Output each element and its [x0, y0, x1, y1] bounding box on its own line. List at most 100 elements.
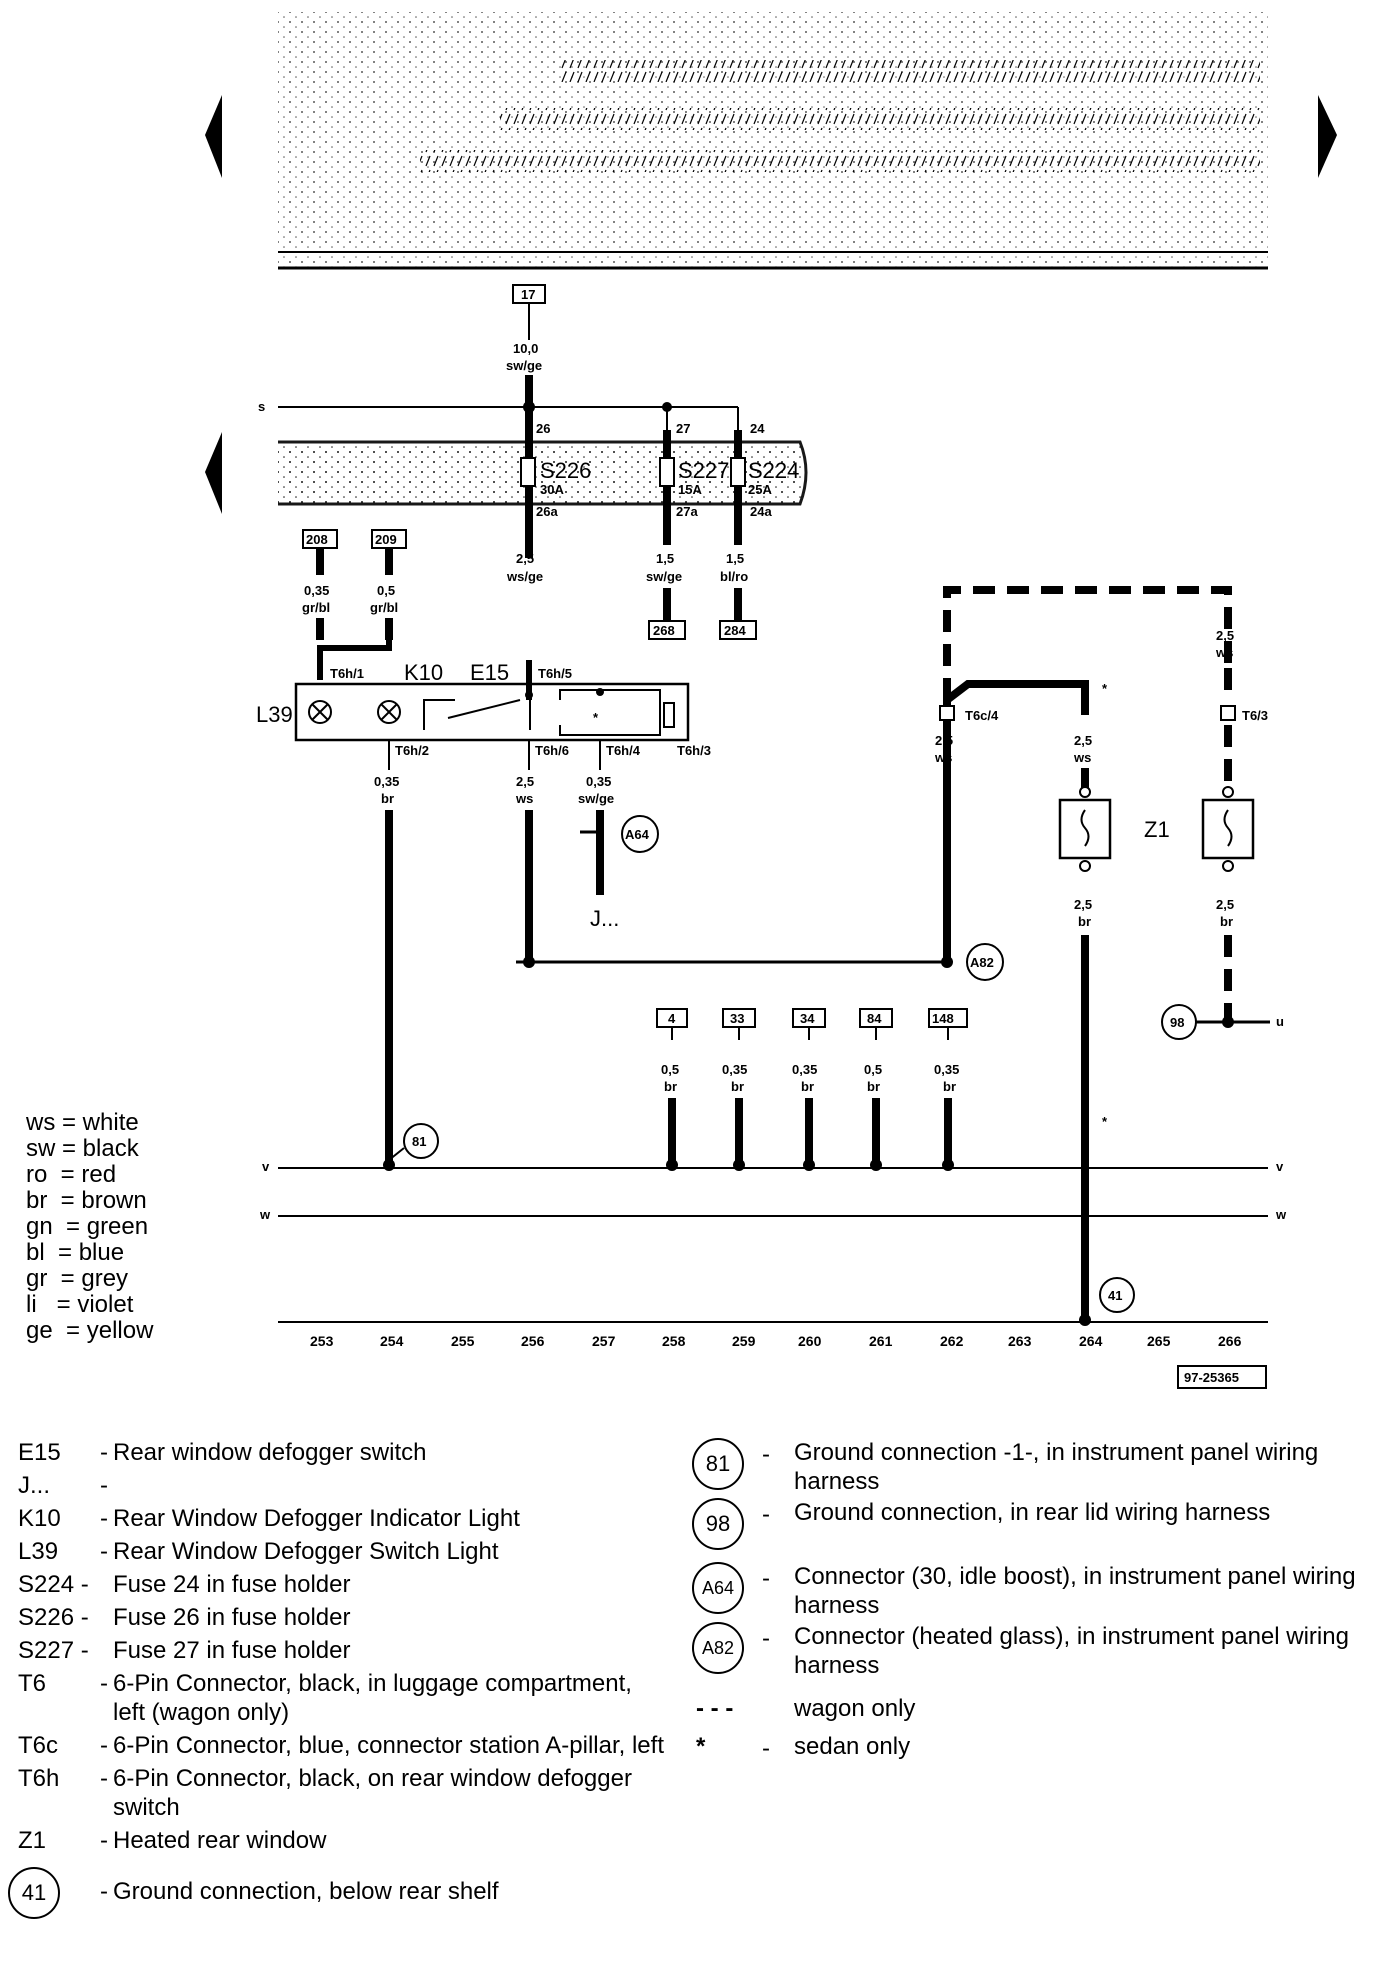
- switch-contact-icon: [423, 699, 531, 730]
- legend-item: - - -wagon only: [696, 1695, 916, 1722]
- document-id: 97-25365: [1184, 1370, 1239, 1385]
- g33-size: 0,35: [722, 1062, 747, 1077]
- color-key-item: ws = white: [26, 1109, 139, 1136]
- pin-t6h6: T6h/6: [535, 743, 569, 758]
- g148-size: 0,35: [934, 1062, 959, 1077]
- bus-label-u: u: [1276, 1014, 1284, 1029]
- pin-t6h2: T6h/2: [395, 743, 429, 758]
- axis-256: 256: [521, 1333, 545, 1349]
- relay-panel: [278, 12, 1268, 270]
- wire-t6h4-size: 0,35: [586, 774, 611, 789]
- fuse-s226-rating: 30A: [540, 482, 564, 497]
- legend-item-ground-41: 41 -Ground connection, below rear shelf: [8, 1867, 668, 1927]
- legend-item: E15-Rear window defogger switch: [18, 1439, 427, 1466]
- wire-t6c4-size: 2,5: [935, 733, 953, 748]
- heated-window-element-sedan: [1058, 798, 1112, 860]
- wire-26a-size: 2,5: [516, 551, 534, 566]
- axis-262: 262: [940, 1333, 964, 1349]
- legend-item: 81-Ground connection -1-, in instrument …: [692, 1438, 1372, 1496]
- ref-284: 284: [724, 623, 746, 638]
- color-key-item: bl = blue: [26, 1239, 125, 1266]
- component-k10: K10: [404, 660, 443, 685]
- fuse-s224-in: 24: [750, 421, 765, 436]
- legend-item: K10-Rear Window Defogger Indicator Light: [18, 1505, 520, 1532]
- wire-z1a-bot-size: 2,5: [1074, 897, 1092, 912]
- g34-color: br: [801, 1079, 814, 1094]
- g4-size: 0,5: [661, 1062, 679, 1077]
- wire-t6h2-size: 0,35: [374, 774, 399, 789]
- sedan-only-symbol: *: [696, 1733, 706, 1760]
- ground-legend: 81-Ground connection -1-, in instrument …: [692, 1438, 1372, 1770]
- axis-266: 266: [1218, 1333, 1242, 1349]
- wire-t6c4-color: ws: [934, 750, 952, 765]
- color-key-item: ro = red: [26, 1161, 117, 1188]
- wire-24a-size: 1,5: [726, 551, 744, 566]
- prev-page-arrow-icon[interactable]: [205, 95, 222, 178]
- wire-z1a-top-color: ws: [1073, 750, 1091, 765]
- ground-icon: 81: [692, 1438, 744, 1490]
- prev-section-arrow-icon[interactable]: [205, 432, 222, 514]
- color-key-item: ge = yellow: [26, 1317, 154, 1344]
- ref-34: 34: [800, 1011, 815, 1026]
- g148-color: br: [943, 1079, 956, 1094]
- wire-z1b-bot-color: br: [1220, 914, 1233, 929]
- wire-209-color: gr/bl: [370, 600, 398, 615]
- color-key: ws = white sw = black ro = red br = brow…: [26, 1110, 153, 1344]
- ref-84: 84: [867, 1011, 882, 1026]
- switch-resistor-icon: [663, 702, 675, 728]
- color-key-item: li = violet: [26, 1291, 134, 1318]
- wire-17-size: 10,0: [513, 341, 538, 356]
- wire-t6top-color: ws: [1215, 645, 1233, 660]
- component-e15: E15: [470, 660, 509, 685]
- switch-light-icon: [308, 700, 332, 724]
- legend-item: S224 -Fuse 24 in fuse holder: [18, 1571, 351, 1598]
- wagon-only-symbol: - - -: [696, 1695, 734, 1722]
- pin-t6c4: T6c/4: [965, 708, 999, 723]
- sedan-star-2: *: [1102, 1114, 1108, 1129]
- connector-icon: A64: [692, 1562, 744, 1614]
- wire-26a-color: ws/ge: [506, 569, 543, 584]
- color-key-item: gn = green: [26, 1213, 149, 1240]
- axis-257: 257: [592, 1333, 616, 1349]
- component-l39: L39: [256, 702, 293, 727]
- next-page-arrow-icon[interactable]: [1318, 95, 1337, 178]
- wire-208-color: gr/bl: [302, 600, 330, 615]
- wire-z1a-bot-color: br: [1078, 914, 1091, 929]
- switch-star: *: [593, 710, 599, 725]
- column-axis: 253 254 255 256 257 258 259 260 261 262 …: [310, 1333, 1242, 1349]
- legend-item: J...-: [18, 1472, 108, 1499]
- ref-208: 208: [306, 532, 328, 547]
- bus-label-s: s: [258, 399, 265, 414]
- axis-259: 259: [732, 1333, 756, 1349]
- legend-item: T6c-6-Pin Connector, blue, connector sta…: [18, 1732, 664, 1759]
- ref-209: 209: [375, 532, 397, 547]
- component-z1: Z1: [1144, 817, 1170, 842]
- axis-253: 253: [310, 1333, 334, 1349]
- wire-z1b-bot-size: 2,5: [1216, 897, 1234, 912]
- axis-263: 263: [1008, 1333, 1032, 1349]
- fuse-s226-in: 26: [536, 421, 550, 436]
- connector-icon: A82: [692, 1622, 744, 1674]
- wire-27a-color: sw/ge: [646, 569, 682, 584]
- fuse-s227-code: S227: [678, 458, 729, 483]
- ref-4: 4: [668, 1011, 676, 1026]
- legend-item: S226 -Fuse 26 in fuse holder: [18, 1604, 351, 1631]
- legend-item: Z1-Heated rear window: [18, 1827, 327, 1854]
- bus-label-v-left: v: [262, 1159, 270, 1174]
- ref-33: 33: [730, 1011, 744, 1026]
- color-key-item: gr = grey: [26, 1265, 129, 1292]
- wire-t6h4-color: sw/ge: [578, 791, 614, 806]
- wire-208-size: 0,35: [304, 583, 329, 598]
- legend-item: S227 -Fuse 27 in fuse holder: [18, 1637, 351, 1664]
- g4-color: br: [664, 1079, 677, 1094]
- color-key-item: br = brown: [26, 1187, 147, 1214]
- ref-268: 268: [653, 623, 675, 638]
- component-legend: E15-Rear window defogger switch J...- K1…: [8, 1438, 668, 1931]
- legend-item: L39-Rear Window Defogger Switch Light: [18, 1538, 499, 1565]
- g84-color: br: [867, 1079, 880, 1094]
- axis-260: 260: [798, 1333, 822, 1349]
- component-j: J...: [590, 906, 619, 931]
- g34-size: 0,35: [792, 1062, 817, 1077]
- pin-t6h1: T6h/1: [330, 666, 364, 681]
- bus-label-v-right: v: [1276, 1159, 1284, 1174]
